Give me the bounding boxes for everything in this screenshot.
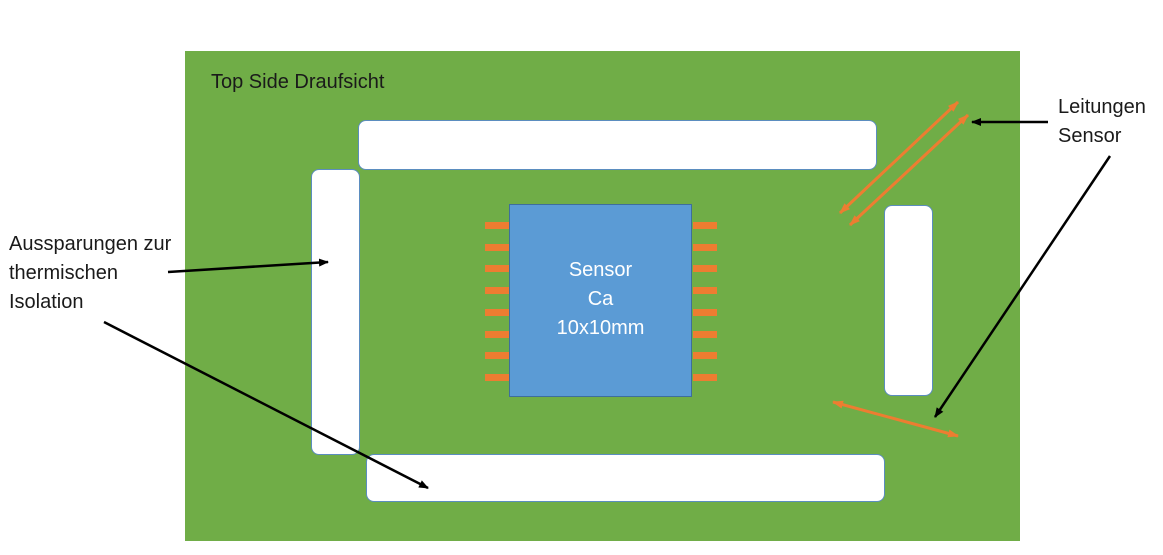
cutout-right xyxy=(884,205,933,396)
leads-label: Leitungen Sensor xyxy=(1058,93,1146,151)
sensor-pin-right-5 xyxy=(693,309,717,316)
sensor-pin-right-7 xyxy=(693,352,717,359)
sensor-pin-left-1 xyxy=(485,222,509,229)
cutout-left xyxy=(311,169,360,455)
sensor-chip xyxy=(509,204,692,397)
sensor-label-line1: Sensor xyxy=(568,259,633,281)
sensor-pin-right-4 xyxy=(693,287,717,294)
sensor-pin-right-1 xyxy=(693,222,717,229)
sensor-pin-left-7 xyxy=(485,352,509,359)
sensor-pin-left-5 xyxy=(485,309,509,316)
isolation-label-line1: Aussparungen zur xyxy=(9,233,172,255)
sensor-pin-left-2 xyxy=(485,244,509,251)
lead-arrow-2 xyxy=(848,113,970,227)
sensor-pin-right-3 xyxy=(693,265,717,272)
leads-label-line2: Sensor xyxy=(1058,125,1122,147)
leads-label-line1: Leitungen xyxy=(1058,96,1146,118)
sensor-pin-left-8 xyxy=(485,374,509,381)
isolation-label-line3: Isolation xyxy=(9,291,84,313)
lead-arrow-1 xyxy=(838,100,960,215)
isolation-label-line2: thermischen xyxy=(9,262,118,284)
sensor-pin-right-8 xyxy=(693,374,717,381)
lead-arrow-3 xyxy=(832,400,959,438)
sensor-pin-left-6 xyxy=(485,331,509,338)
sensor-label: Sensor Ca 10x10mm xyxy=(509,256,692,343)
isolation-arrow-left-cutout xyxy=(167,258,329,274)
cutout-bottom xyxy=(366,454,885,502)
sensor-label-line3: 10x10mm xyxy=(556,317,645,339)
cutout-top xyxy=(358,120,877,170)
board-title: Top Side Draufsicht xyxy=(211,71,385,93)
sensor-pin-right-2 xyxy=(693,244,717,251)
sensor-pin-left-4 xyxy=(485,287,509,294)
sensor-label-line2: Ca xyxy=(587,288,614,310)
isolation-label: Aussparungen zur thermischen Isolation xyxy=(9,230,171,317)
sensor-pin-left-3 xyxy=(485,265,509,272)
sensor-pin-right-6 xyxy=(693,331,717,338)
isolation-arrow-bottom-cutout xyxy=(103,320,429,490)
leads-arrow-bottom xyxy=(933,155,1112,418)
